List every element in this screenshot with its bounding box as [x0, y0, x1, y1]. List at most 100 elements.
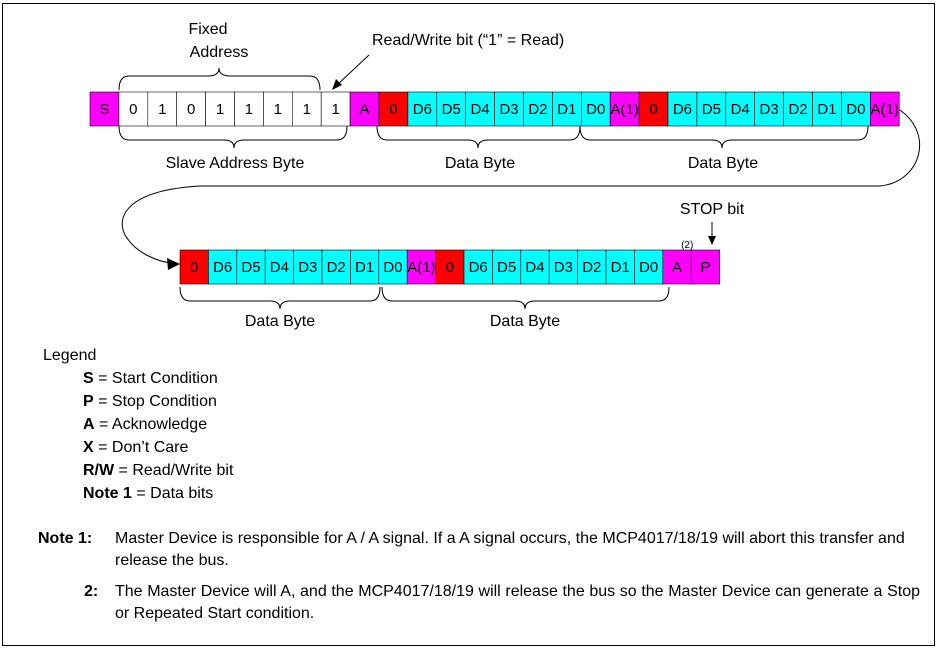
bit-cell-label: D3: [760, 101, 779, 118]
bit-cell-label: D5: [442, 101, 461, 118]
data-byte-brace-2: [579, 125, 869, 149]
bit-cell-label: 0: [389, 101, 397, 118]
bit-cell: D6: [208, 249, 238, 285]
note-1-text: Master Device is responsible for A / A s…: [115, 530, 905, 569]
bit-cell-box: [208, 249, 238, 285]
bit-cell-label: D4: [471, 101, 490, 118]
bit-cell: 1: [234, 91, 264, 127]
bit-cell-label: D6: [673, 101, 692, 118]
bit-cell-label: D1: [817, 101, 836, 118]
data-byte-brace-4: [381, 286, 670, 310]
bit-cell-superscript: (2): [681, 240, 693, 251]
bit-cell: D5: [236, 249, 266, 285]
bit-cell-box: [236, 249, 266, 285]
bit-cell: D0: [841, 91, 871, 127]
bit-cell: D3: [754, 91, 784, 127]
legend-key: S: [83, 370, 94, 387]
note-1: Note 1: Master Device is responsible for…: [38, 528, 920, 572]
bit-cell-box: [407, 91, 438, 127]
bit-cell-box: [667, 91, 698, 127]
continuation-arrowhead: [167, 258, 180, 270]
bit-cell: A(1): [869, 91, 900, 127]
bit-cell: 1: [147, 91, 178, 127]
bit-cell-label: D3: [298, 259, 317, 276]
legend-item-dont-care: X = Don’t Care: [83, 436, 233, 459]
data-byte-label-3: Data Byte: [245, 313, 315, 330]
legend-item-rw: R/W = Read/Write bit: [83, 459, 233, 482]
bit-cell: D4: [725, 91, 755, 127]
bit-cell: D0: [580, 91, 611, 127]
bit-cell: 0: [638, 91, 669, 127]
bit-cell: D4: [520, 249, 550, 285]
bit-cell: D0: [378, 249, 408, 285]
bit-cell-label: 1: [216, 101, 224, 118]
bit-cell-label: D0: [639, 259, 658, 276]
bit-cell: S: [89, 91, 120, 127]
bit-cell-label: D2: [788, 101, 807, 118]
bit-cell-box: [523, 91, 553, 127]
bit-cell: D1: [552, 91, 582, 127]
bit-cell-box: [690, 249, 720, 285]
rw-bit-pointer: [336, 54, 370, 86]
bit-cell: D3: [494, 91, 524, 127]
bit-cell-label: P: [700, 259, 710, 276]
bit-cell-box: [378, 249, 408, 285]
bit-cell-box: [378, 91, 409, 127]
legend-title: Legend: [43, 347, 97, 364]
legend-key: X: [83, 439, 94, 456]
bit-cell-box: [321, 249, 351, 285]
bit-cell-label: 1: [331, 101, 339, 118]
bit-cell-box: [205, 91, 235, 127]
bit-cell: D5: [492, 249, 522, 285]
bit-cell-label: D2: [582, 259, 601, 276]
bit-cell-label: D6: [469, 259, 488, 276]
bit-cell-box: [293, 249, 323, 285]
bit-cell-label: D2: [528, 101, 547, 118]
bit-cell-box: [869, 91, 900, 127]
bit-cell-label: 0: [129, 101, 137, 118]
bit-cell-label: A(1): [407, 259, 435, 276]
bit-cell: 1: [263, 91, 293, 127]
bit-cell: D1: [605, 249, 635, 285]
bit-cell-label: D6: [413, 101, 432, 118]
bit-cell: P: [690, 249, 720, 285]
bit-cell-label: 1: [303, 101, 311, 118]
bit-cell: D5: [696, 91, 727, 127]
fixed-address-label-line1: Fixed: [188, 21, 227, 38]
bit-cell-label: D4: [525, 259, 544, 276]
slave-address-byte-brace: [118, 125, 348, 149]
bit-cell-box: [754, 91, 784, 127]
bit-cell-label: D0: [586, 101, 605, 118]
data-byte-label-1: Data Byte: [445, 155, 515, 172]
bit-cell-label: S: [99, 101, 109, 118]
rw-bit-arrowhead: [332, 79, 342, 90]
legend-text: = Don’t Care: [93, 439, 189, 456]
bit-cell-box: [349, 91, 380, 127]
bit-cell-label: D5: [497, 259, 516, 276]
note-2-label: 2:: [84, 583, 99, 600]
bit-cell-label: D4: [270, 259, 289, 276]
bit-cell: D2: [523, 91, 553, 127]
legend-text: = Start Condition: [93, 370, 218, 387]
bit-cell-box: [118, 91, 149, 127]
bit-cell-label: D4: [731, 101, 750, 118]
legend-text: = Acknowledge: [94, 416, 208, 433]
bit-cell-label: 1: [245, 101, 253, 118]
bit-cell: A(1): [406, 249, 436, 285]
bit-cell-label: 1: [158, 101, 166, 118]
bit-cell: 0: [176, 91, 206, 127]
bit-cell-label: 0: [649, 101, 657, 118]
stop-bit-label: STOP bit: [680, 201, 745, 218]
bit-cell: D3: [293, 249, 323, 285]
bit-cell-box: [291, 91, 322, 127]
note-1-label: Note 1:: [38, 530, 93, 547]
legend-item-note1: Note 1 = Data bits: [83, 482, 233, 505]
bit-cell-box: [435, 249, 465, 285]
bit-cell-box: [552, 91, 582, 127]
bit-cell-box: [605, 249, 635, 285]
legend-key: P: [83, 393, 94, 410]
bit-cell: A(1): [609, 91, 640, 127]
bit-cell: D1: [350, 249, 380, 285]
bit-cell: D6: [667, 91, 698, 127]
